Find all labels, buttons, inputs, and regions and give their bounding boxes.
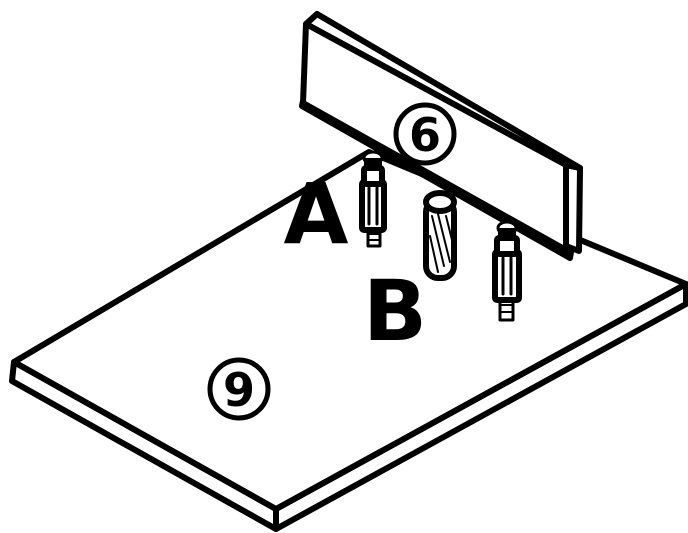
cam-bolt-a-collar xyxy=(364,168,382,184)
cam-bolt-icon xyxy=(362,152,384,246)
panel-9-board xyxy=(12,152,686,529)
panel-9-number-badge: 9 xyxy=(210,360,268,418)
cam-bolt-b-body xyxy=(495,252,519,300)
panel-9-top-face xyxy=(14,152,686,509)
panel-6-number: 6 xyxy=(409,108,441,162)
cam-bolt-a-body xyxy=(362,182,384,230)
cam-bolt-b-collar xyxy=(497,238,517,254)
panel-9-number: 9 xyxy=(223,363,255,417)
hardware-label-b: B xyxy=(363,262,427,360)
wooden-dowel-icon xyxy=(426,193,454,278)
dowel-top xyxy=(426,193,454,211)
hardware-label-a: A xyxy=(283,165,348,263)
panel-6-number-badge: 6 xyxy=(396,105,454,163)
